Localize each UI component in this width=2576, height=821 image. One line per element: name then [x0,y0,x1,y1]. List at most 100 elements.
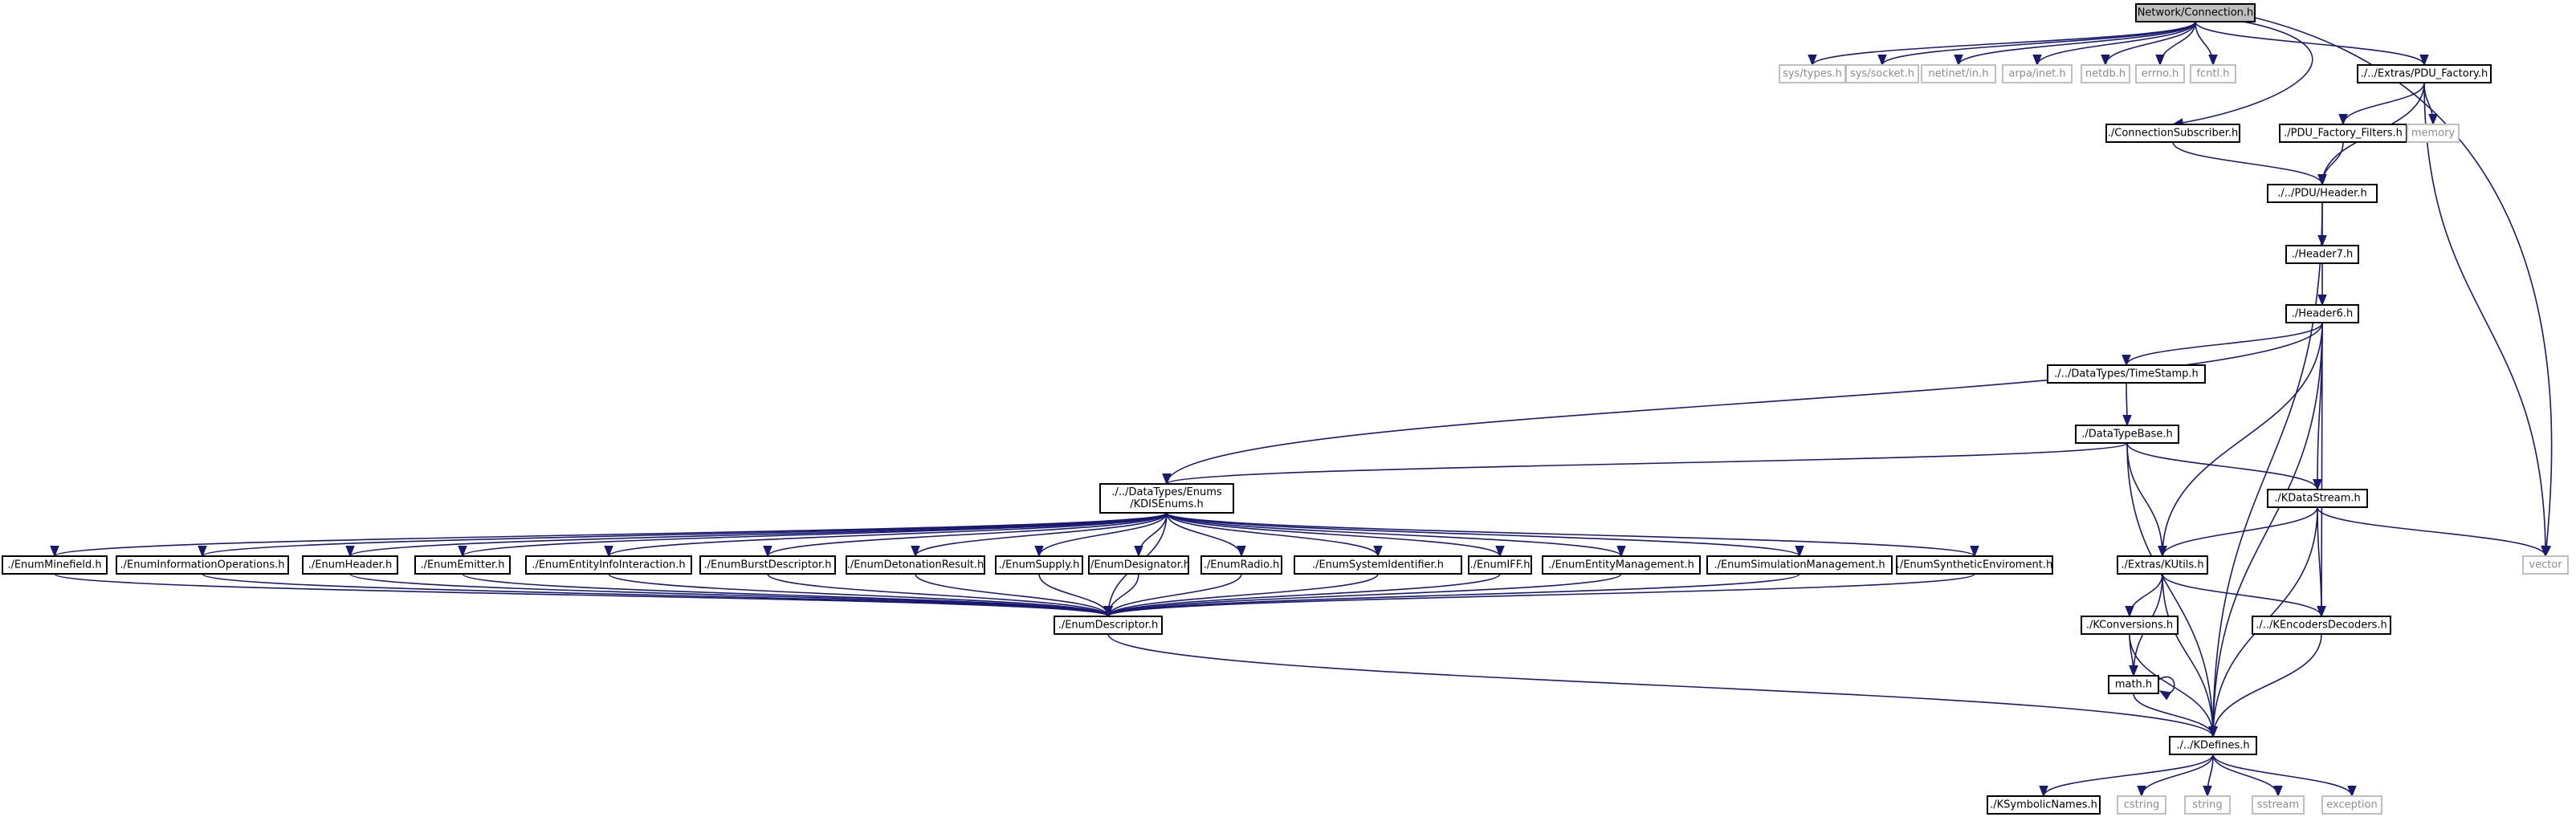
edge-kutils-to-kdefines [2162,573,2218,738]
edge-enumdescriptor-to-kdefines [1107,633,2218,738]
node-box-kdefines [2169,736,2257,755]
edge-kdefines-to-string [2203,754,2214,798]
node-box-header6 [2285,304,2359,323]
node-e_sysid[interactable]: ./EnumSystemIdentifier.h [1294,555,1462,575]
node-e_designator[interactable]: ./EnumDesignator.h [1087,555,1190,575]
node-label-ksymbolic: ./KSymbolicNames.h [1990,799,2097,811]
edge-e_synth-to-enumdescriptor [1103,573,1975,618]
node-label-header6: ./Header6.h [2292,308,2354,320]
node-ksymbolic[interactable]: ./KSymbolicNames.h [1987,795,2101,815]
edge-root-to-arpa_inet [2032,21,2196,67]
node-conn_sub[interactable]: ./ConnectionSubscriber.h [2105,124,2240,143]
node-label-header7: ./Header7.h [2292,249,2354,261]
edge-kdisenums-to-e_infoops [198,512,1168,558]
edge-kdisenums-to-e_sysid [1166,512,1383,558]
node-label-e_radio: ./EnumRadio.h [1204,559,1280,571]
node-vector: vector [2522,555,2569,575]
node-box-fcntl [2190,64,2236,83]
edge-kdisenums-to-e_burst [763,512,1168,558]
edge-datatypebase-to-kdatastream [2126,442,2322,491]
node-kdefines[interactable]: ./../KDefines.h [2169,736,2257,755]
node-box-pdu_header [2267,184,2378,203]
node-box-enumdescriptor [1054,616,1163,635]
node-box-kdisenums [1099,483,1234,514]
node-e_simmgmt[interactable]: ./EnumSimulationManagement.h [1706,555,1893,575]
node-kencoders[interactable]: ./../KEncodersDecoders.h [2252,616,2391,635]
edge-pdu_filters-to-pdu_header [2317,141,2344,186]
node-e_synth[interactable]: ./EnumSyntheticEnviroment.h [1896,555,2053,575]
node-sys_types: sys/types.h [1779,64,1846,83]
node-e_burst[interactable]: ./EnumBurstDescriptor.h [699,555,836,575]
node-timestamp[interactable]: ./../DataTypes/TimeStamp.h [2047,364,2206,384]
node-e_radio[interactable]: ./EnumRadio.h [1200,555,1282,575]
edge-root-to-errno [2155,21,2196,67]
edge-header6-to-kdisenums [1162,322,2323,486]
node-kutils[interactable]: ./Extras/KUtils.h [2117,555,2208,575]
node-label-cstring: cstring [2124,799,2159,811]
node-e_emitter[interactable]: ./EnumEmitter.h [414,555,511,575]
node-header7[interactable]: ./Header7.h [2285,245,2359,264]
edge-pdu_factory-to-pdu_filters [2338,82,2425,126]
edge-kdatastream-to-kutils [2158,506,2318,558]
node-e_header[interactable]: ./EnumHeader.h [302,555,398,575]
node-pdu_header[interactable]: ./../PDU/Header.h [2267,184,2378,203]
node-label-e_detonation: ./EnumDetonationResult.h [847,559,984,571]
node-label-kencoders: ./../KEncodersDecoders.h [2256,620,2386,632]
node-label-netdb: netdb.h [2085,68,2126,80]
edge-kdisenums-to-e_minefield [50,512,1168,558]
node-kdatastream[interactable]: ./KDataStream.h [2267,489,2368,508]
edge-e_sysid-to-enumdescriptor [1103,573,1379,618]
node-label-e_sysid: ./EnumSystemIdentifier.h [1312,559,1444,571]
node-label-e_minefield: ./EnumMinefield.h [7,559,101,571]
edge-kdisenums-to-e_synth [1166,512,1979,558]
node-box-e_iff [1468,555,1532,575]
node-label-pdu_filters: ./PDU_Factory_Filters.h [2284,128,2403,140]
node-label-netinet_in: netinet/in.h [1929,68,1989,80]
node-box-e_radio [1200,555,1282,575]
node-label-kconversions: ./KConversions.h [2086,620,2173,632]
node-sstream: sstream [2252,795,2305,815]
node-errno: errno.h [2135,64,2185,83]
node-e_minefield[interactable]: ./EnumMinefield.h [2,555,108,575]
node-math[interactable]: math.h [2108,675,2159,694]
node-e_supply[interactable]: ./EnumSupply.h [995,555,1083,575]
node-e_entitymgmt[interactable]: ./EnumEntityManagement.h [1542,555,1701,575]
node-e_iff[interactable]: ./EnumIFF.h [1468,555,1532,575]
edge-e_simmgmt-to-enumdescriptor [1103,573,1800,618]
node-label-enumdescriptor: ./EnumDescriptor.h [1058,620,1159,632]
node-box-math [2108,675,2159,694]
edge-kconversions-to-kdefines [2129,633,2218,738]
node-box-e_sysid [1294,555,1462,575]
node-kconversions[interactable]: ./KConversions.h [2081,616,2179,635]
edge-kdisenums-to-e_iff [1166,512,1505,558]
node-e_entityinfo[interactable]: ./EnumEntityInfoInteraction.h [525,555,692,575]
node-e_detonation[interactable]: ./EnumDetonationResult.h [846,555,985,575]
node-box-kconversions [2081,616,2179,635]
edge-header6-to-kencoders [2317,322,2326,618]
node-pdu_factory[interactable]: ./../Extras/PDU_Factory.h [2357,64,2492,83]
node-label-e_synth: ./EnumSyntheticEnviroment.h [1897,559,2052,571]
edge-kdisenums-to-e_supply [1034,512,1168,558]
edge-math-to-kdefines [2133,693,2218,738]
node-label-e_iff: ./EnumIFF.h [1470,559,1531,571]
edge-e_minefield-to-enumdescriptor [54,573,1113,618]
node-box-e_detonation [846,555,985,575]
node-e_infoops[interactable]: ./EnumInformationOperations.h [116,555,289,575]
node-pdu_filters[interactable]: ./PDU_Factory_Filters.h [2279,124,2407,143]
node-label-kutils: ./Extras/KUtils.h [2121,559,2203,571]
node-box-e_simmgmt [1706,555,1893,575]
node-box-vector [2522,555,2569,575]
edge-kdefines-to-cstring [2137,754,2214,798]
node-header6[interactable]: ./Header6.h [2285,304,2359,323]
node-datatypebase[interactable]: ./DataTypeBase.h [2075,425,2179,444]
edge-kdefines-to-exception [2212,754,2357,798]
node-label-kdisenums-0: ./../DataTypes/Enums [1111,486,1222,498]
edge-timestamp-to-datatypebase [2122,382,2132,427]
node-root[interactable]: Network/Connection.h [2135,3,2256,22]
node-box-arpa_inet [2002,64,2073,83]
edge-root-to-netinet_in [1954,21,2196,67]
node-enumdescriptor[interactable]: ./EnumDescriptor.h [1054,616,1163,635]
node-label-sys_types: sys/types.h [1783,68,1842,80]
node-kdisenums[interactable]: ./../DataTypes/Enums/KDISEnums.h [1099,483,1234,514]
